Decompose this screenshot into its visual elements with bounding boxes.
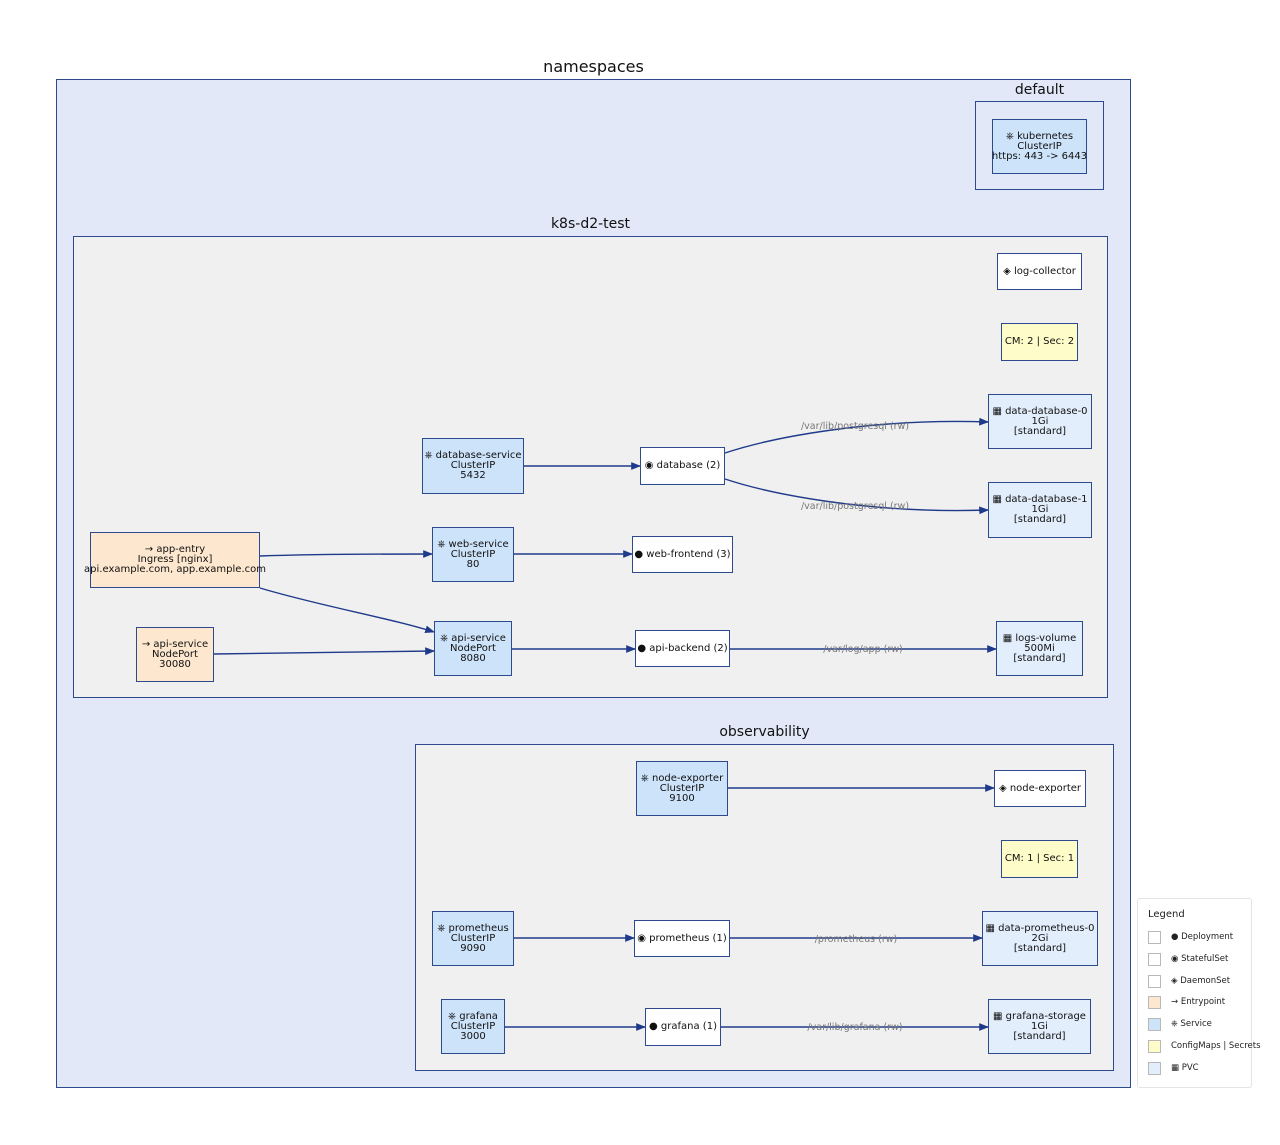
configmaps-secrets-observability[interactable]: CM: 1 | Sec: 1 bbox=[1001, 840, 1078, 878]
k8s-d2-test-namespace bbox=[73, 236, 1108, 698]
legend-swatch bbox=[1148, 1061, 1161, 1075]
observability-namespace-title: observability bbox=[719, 724, 810, 740]
data-database-0-pvc[interactable]: ▦ data-database-0 1Gi [standard] bbox=[988, 394, 1092, 449]
prometheus-service[interactable]: ⎈ prometheus ClusterIP 9090 bbox=[432, 911, 514, 966]
logs-volume-pvc[interactable]: ▦ logs-volume 500Mi [standard] bbox=[996, 621, 1083, 676]
legend-item-entrypoint: → Entrypoint bbox=[1148, 995, 1225, 1009]
legend-title: Legend bbox=[1148, 909, 1185, 920]
grafana-deployment[interactable]: ● grafana (1) bbox=[645, 1008, 721, 1046]
node-exporter-service[interactable]: ⎈ node-exporter ClusterIP 9100 bbox=[636, 761, 728, 816]
legend-item-deployment: ● Deployment bbox=[1148, 930, 1233, 944]
legend-item-daemonset: ◈ DaemonSet bbox=[1148, 974, 1230, 988]
data-database-1-pvc[interactable]: ▦ data-database-1 1Gi [standard] bbox=[988, 482, 1092, 538]
database-service[interactable]: ⎈ database-service ClusterIP 5432 bbox=[422, 438, 524, 494]
kubernetes-service[interactable]: ⎈ kubernetes ClusterIP https: 443 -> 644… bbox=[992, 119, 1087, 174]
data-prometheus-0-pvc[interactable]: ▦ data-prometheus-0 2Gi [standard] bbox=[982, 911, 1098, 966]
legend-item-configmaps-secrets: ConfigMaps | Secrets bbox=[1148, 1039, 1261, 1053]
node-exporter-daemonset[interactable]: ◈ node-exporter bbox=[994, 770, 1086, 807]
legend-swatch bbox=[1148, 952, 1161, 966]
api-service-entrypoint[interactable]: → api-service NodePort 30080 bbox=[136, 627, 214, 682]
grafana-service[interactable]: ⎈ grafana ClusterIP 3000 bbox=[441, 999, 505, 1054]
namespaces-title: namespaces bbox=[543, 57, 644, 76]
legend-swatch bbox=[1148, 1039, 1161, 1053]
prometheus-statefulset[interactable]: ◉ prometheus (1) bbox=[634, 920, 730, 957]
configmaps-secrets-k8s[interactable]: CM: 2 | Sec: 2 bbox=[1001, 323, 1078, 361]
legend-swatch bbox=[1148, 1017, 1161, 1031]
database-statefulset[interactable]: ◉ database (2) bbox=[640, 447, 725, 485]
log-collector-daemonset[interactable]: ◈ log-collector bbox=[997, 253, 1082, 290]
legend-item-statefulset: ◉ StatefulSet bbox=[1148, 952, 1228, 966]
web-frontend-deployment[interactable]: ● web-frontend (3) bbox=[632, 536, 733, 573]
app-entry-ingress[interactable]: → app-entry Ingress [nginx] api.example.… bbox=[84, 532, 266, 588]
grafana-storage-pvc[interactable]: ▦ grafana-storage 1Gi [standard] bbox=[988, 999, 1091, 1054]
legend-swatch bbox=[1148, 930, 1161, 944]
k8s-namespace-title: k8s-d2-test bbox=[550, 216, 631, 232]
api-service[interactable]: ⎈ api-service NodePort 8080 bbox=[434, 621, 512, 676]
legend: Legend ● Deployment ◉ StatefulSet ◈ Daem… bbox=[1137, 898, 1261, 1088]
web-service[interactable]: ⎈ web-service ClusterIP 80 bbox=[432, 527, 514, 582]
api-backend-deployment[interactable]: ● api-backend (2) bbox=[635, 630, 730, 667]
legend-item-pvc: ▦ PVC bbox=[1148, 1061, 1199, 1075]
legend-swatch bbox=[1148, 995, 1161, 1009]
legend-item-service: ⎈ Service bbox=[1148, 1017, 1212, 1031]
legend-swatch bbox=[1148, 974, 1161, 988]
default-namespace-title: default bbox=[1014, 82, 1065, 98]
